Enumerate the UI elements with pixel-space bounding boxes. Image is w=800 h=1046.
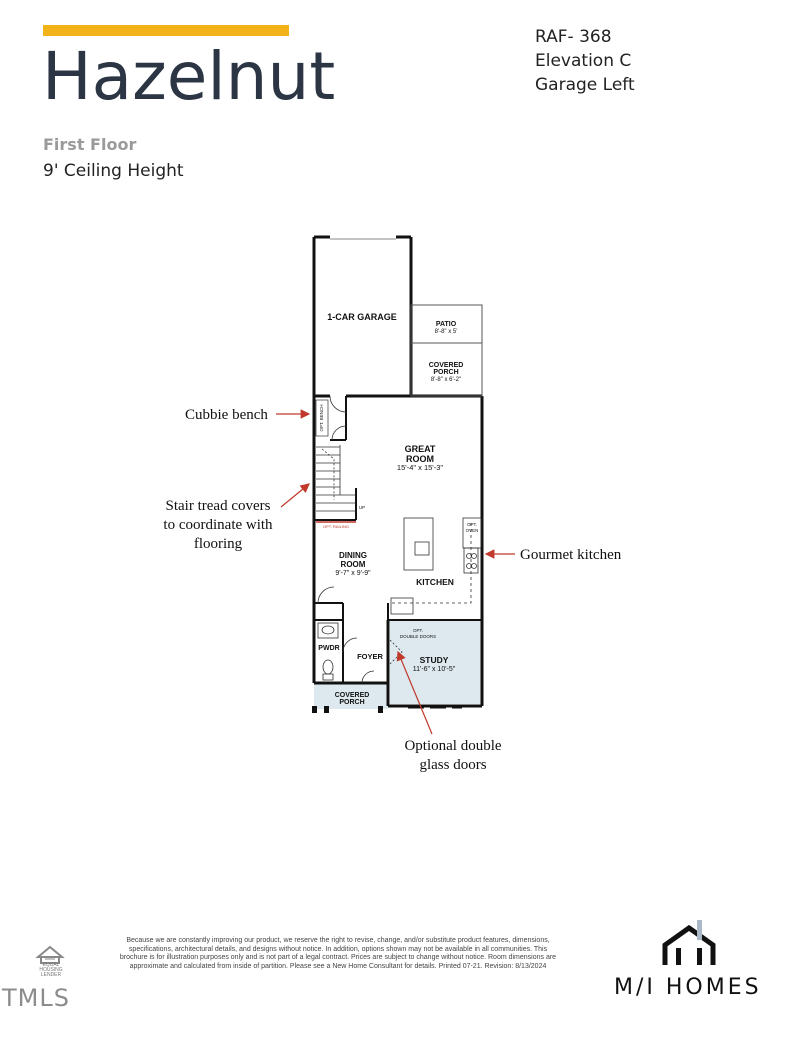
dim-study: 11'-6" x 10'-5" [413, 666, 456, 673]
label-kitchen: KITCHEN [416, 577, 454, 587]
callout-doors-2: glass doors [419, 757, 486, 773]
interior-walls [314, 396, 482, 683]
study-fill [390, 620, 481, 704]
equal-housing-line-1: EQUAL HOUSING [39, 962, 63, 973]
accent-bar [43, 25, 289, 36]
front-porch-fill [314, 683, 388, 709]
label-study: STUDY [420, 655, 449, 665]
porch-posts [312, 706, 383, 713]
brand-name: M/I HOMES [614, 975, 762, 1000]
door-swings [317, 395, 403, 684]
garage-orientation-label: Garage Left [535, 75, 635, 95]
label-opt-oven-1: OPT. [467, 522, 477, 527]
mls-watermark: TMLS [2, 984, 70, 1012]
plan-meta: RAF- 368 Elevation C Garage Left [535, 25, 635, 97]
dim-covered-porch-top: 8'-8" x 6'-2" [431, 377, 461, 383]
equal-housing-label: EQUAL HOUSING LENDER [34, 963, 68, 978]
cubbie-bench [315, 399, 329, 437]
powder-fixtures [317, 622, 339, 681]
equal-housing-line-2: LENDER [40, 972, 62, 978]
callout-gourmet-kitchen: Gourmet kitchen [520, 547, 622, 563]
callout-cubbie-bench: Cubbie bench [185, 407, 268, 423]
dim-great-room: 15'-4" x 15'-3" [397, 463, 443, 472]
label-covered-porch-bottom-2: PORCH [339, 699, 364, 706]
label-patio: PATIO [436, 321, 457, 328]
callout-stair-3: flooring [194, 536, 243, 552]
plan-title: Hazelnut [42, 38, 336, 115]
callout-doors-1: Optional double [404, 738, 501, 754]
label-great-room-1: GREAT [405, 444, 436, 454]
label-dining-1: DINING [339, 551, 367, 560]
floor-name: First Floor [43, 135, 137, 154]
label-covered-porch-bottom-1: COVERED [335, 692, 370, 699]
arrow-stair [280, 483, 310, 508]
label-opt-doors-1: OPT. [413, 628, 423, 633]
callout-stair-1: Stair tread covers [166, 498, 271, 514]
label-covered-porch-top-2: PORCH [433, 369, 458, 376]
label-foyer: FOYER [357, 652, 383, 661]
elevation-label: Elevation C [535, 51, 632, 71]
plan-code: RAF- 368 [535, 27, 612, 47]
label-garage: 1-CAR GARAGE [327, 312, 397, 322]
label-opt-railing: OPT. RAILING [323, 524, 349, 529]
label-up: UP [359, 505, 365, 510]
label-opt-bench: OPT. BENCH [319, 404, 324, 431]
callout-stair-2: to coordinate with [163, 517, 273, 533]
arrow-double-doors [396, 650, 433, 735]
label-pwdr: PWDR [318, 645, 339, 652]
ceiling-height: 9' Ceiling Height [43, 161, 184, 181]
kitchen-counters [390, 517, 482, 615]
label-dining-2: ROOM [341, 560, 366, 569]
label-opt-oven-2: OVEN [466, 528, 479, 533]
dim-dining: 9'-7" x 9'-9" [335, 570, 371, 577]
staircase [316, 445, 356, 512]
label-great-room-2: ROOM [406, 454, 434, 464]
label-covered-porch-top-1: COVERED [429, 362, 464, 369]
equal-housing-icon [35, 945, 65, 964]
dim-patio: 8'-8" x 5' [435, 329, 458, 335]
patio-outline [410, 304, 483, 397]
mi-homes-logo-icon [662, 920, 716, 965]
legal-disclaimer: Because we are constantly improving our … [119, 937, 557, 970]
label-opt-doors-2: DOUBLE DOORS [400, 634, 436, 639]
